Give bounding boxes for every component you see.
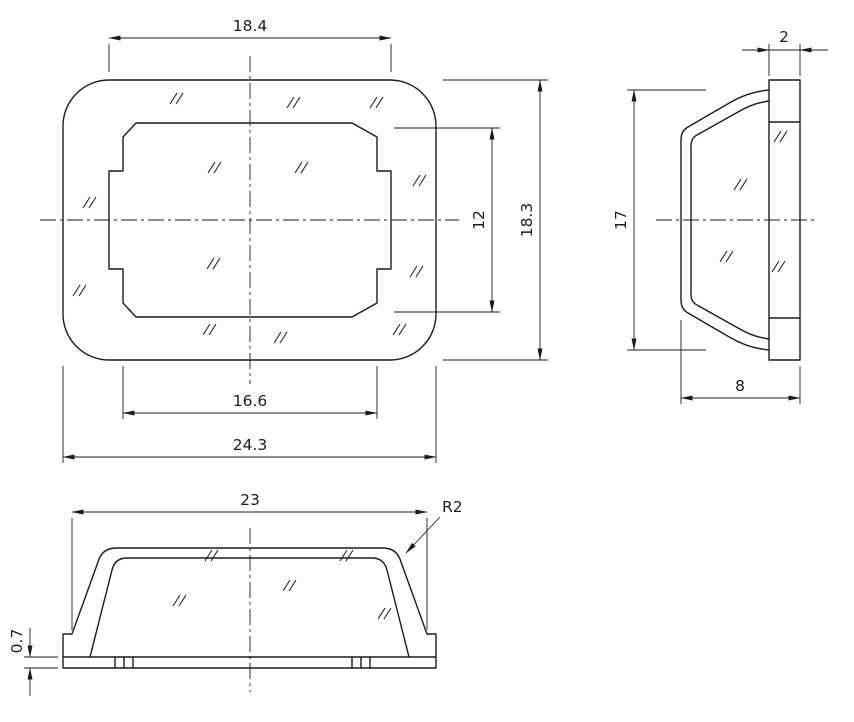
front-view: 18.4 12 18.3 16.6 24.3	[40, 17, 548, 463]
dimension-bottom-corner-radius: R2	[405, 498, 463, 554]
bottom-view: 23 R2 0.7	[8, 491, 463, 696]
dimension-label-front-overall-width: 24.3	[233, 436, 268, 454]
dimension-label-bottom-lip-height: 0.7	[8, 629, 26, 654]
dimension-label-front-opening-height: 12	[470, 210, 488, 230]
dimension-label-front-bottom-width: 16.6	[233, 392, 268, 410]
dimension-side-body-height: 17	[612, 89, 706, 351]
dimension-front-overall-width: 24.3	[62, 366, 437, 463]
bottom-foot-ribs	[114, 656, 371, 669]
dimension-label-bottom-top-width: 23	[240, 491, 260, 509]
dimension-front-top-width: 18.4	[108, 17, 392, 72]
bottom-inner-wall-outline	[89, 557, 410, 658]
dimension-front-opening-height: 12	[394, 127, 500, 313]
dimension-bottom-lip-height: 0.7	[8, 628, 58, 696]
dimension-front-outer-height: 18.3	[443, 79, 548, 361]
dimension-side-rim-thickness: 2	[742, 28, 828, 76]
dimension-side-overall-depth: 8	[680, 320, 801, 404]
dimension-bottom-top-width: 23	[71, 491, 428, 630]
dimension-label-side-rim-thickness: 2	[779, 28, 789, 46]
dimension-front-bottom-width: 16.6	[122, 366, 378, 419]
dimension-label-front-outer-height: 18.3	[518, 203, 536, 238]
dimension-label-side-body-height: 17	[612, 210, 630, 230]
surface-hatch-marks-bottom	[172, 549, 392, 620]
dimension-label-bottom-corner-radius: R2	[442, 498, 463, 516]
bottom-outer-outline	[62, 547, 437, 669]
dimension-label-side-overall-depth: 8	[735, 377, 745, 395]
surface-hatch-marks-side	[719, 130, 788, 273]
side-view: 2 17 8	[612, 28, 828, 404]
side-body-outer-profile	[680, 89, 770, 351]
front-inner-boss-outline	[108, 122, 392, 318]
dimension-label-front-top-width: 18.4	[233, 17, 268, 35]
